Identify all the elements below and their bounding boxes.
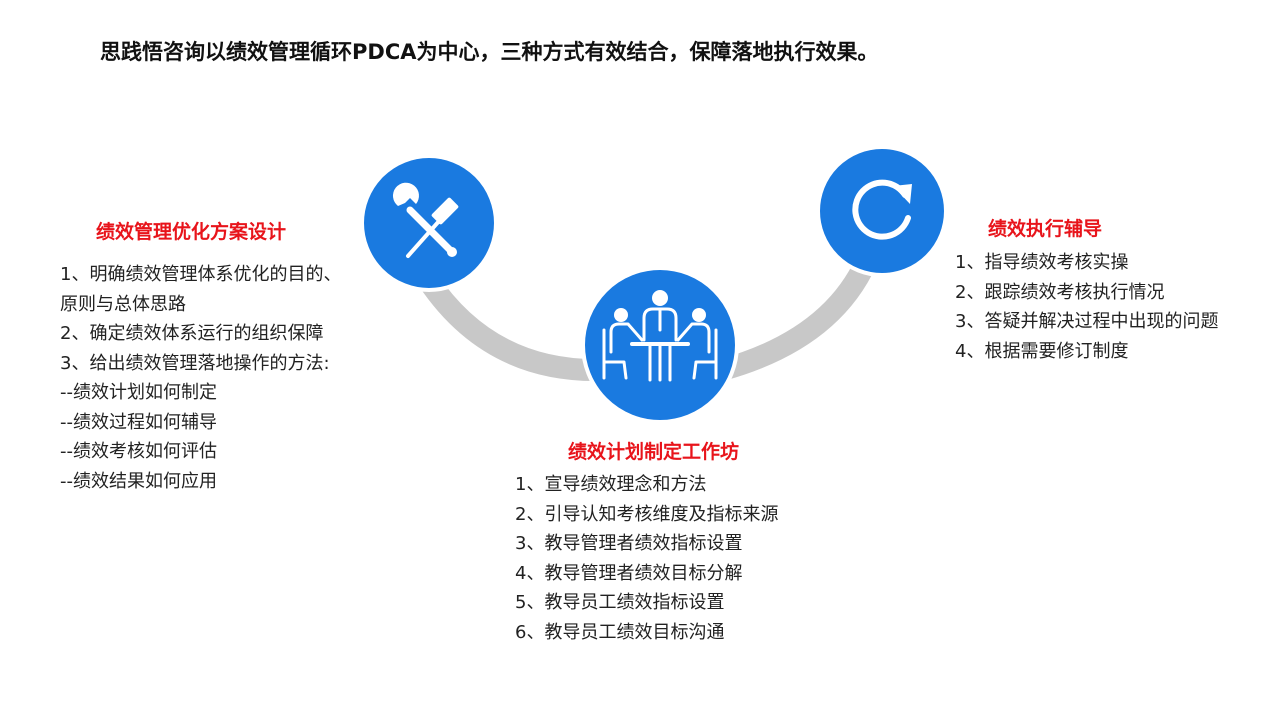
list-item: --绩效过程如何辅导 [60,411,217,433]
coaching-section-list: 1、指导绩效考核实操 2、跟踪绩效考核执行情况 3、答疑并解决过程中出现的问题 … [955,248,1218,366]
design-section-title: 绩效管理优化方案设计 [96,221,287,243]
list-item: 3、教导管理者绩效指标设置 [515,533,743,554]
arc-left-connector [418,273,601,382]
list-item: 1、明确绩效管理体系优化的目的、原则与总体思路 [60,264,342,315]
list-item: --绩效计划如何制定 [60,382,217,403]
node-design [360,154,498,292]
list-item: 1、指导绩效考核实操 [955,252,1129,273]
workshop-section-list: 1、宣导绩效理念和方法 2、引导认知考核维度及指标来源 3、教导管理者绩效指标设… [515,470,778,647]
tools-icon [392,182,459,258]
list-item: --绩效考核如何评估 [60,441,217,462]
node-coaching [816,145,948,277]
list-item: 1、宣导绩效理念和方法 [515,474,707,495]
node-workshop [581,266,739,424]
meeting-icon [602,290,718,382]
list-item: 2、引导认知考核维度及指标来源 [515,503,779,525]
list-item: 6、教导员工绩效目标沟通 [515,621,725,643]
list-item: 4、教导管理者绩效目标分解 [515,562,743,584]
list-item: 2、确定绩效体系运行的组织保障 [60,323,324,344]
list-item: --绩效结果如何应用 [60,470,217,492]
list-item: 2、跟踪绩效考核执行情况 [955,281,1165,303]
list-item: 4、根据需要修订制度 [955,340,1129,362]
list-item: 3、答疑并解决过程中出现的问题 [955,311,1219,332]
arc-right-connector [719,257,876,381]
list-item: 3、给出绩效管理落地操作的方法: [60,352,330,374]
list-item: 5、教导员工绩效指标设置 [515,592,725,613]
design-section-list: 1、明确绩效管理体系优化的目的、原则与总体思路 2、确定绩效体系运行的组织保障 … [60,260,356,496]
workshop-section-title: 绩效计划制定工作坊 [568,441,740,463]
refresh-icon [852,179,912,240]
coaching-section-title: 绩效执行辅导 [988,218,1103,240]
page-title: 思践悟咨询以绩效管理循环PDCA为中心，三种方式有效结合，保障落地执行效果。 [100,40,879,64]
